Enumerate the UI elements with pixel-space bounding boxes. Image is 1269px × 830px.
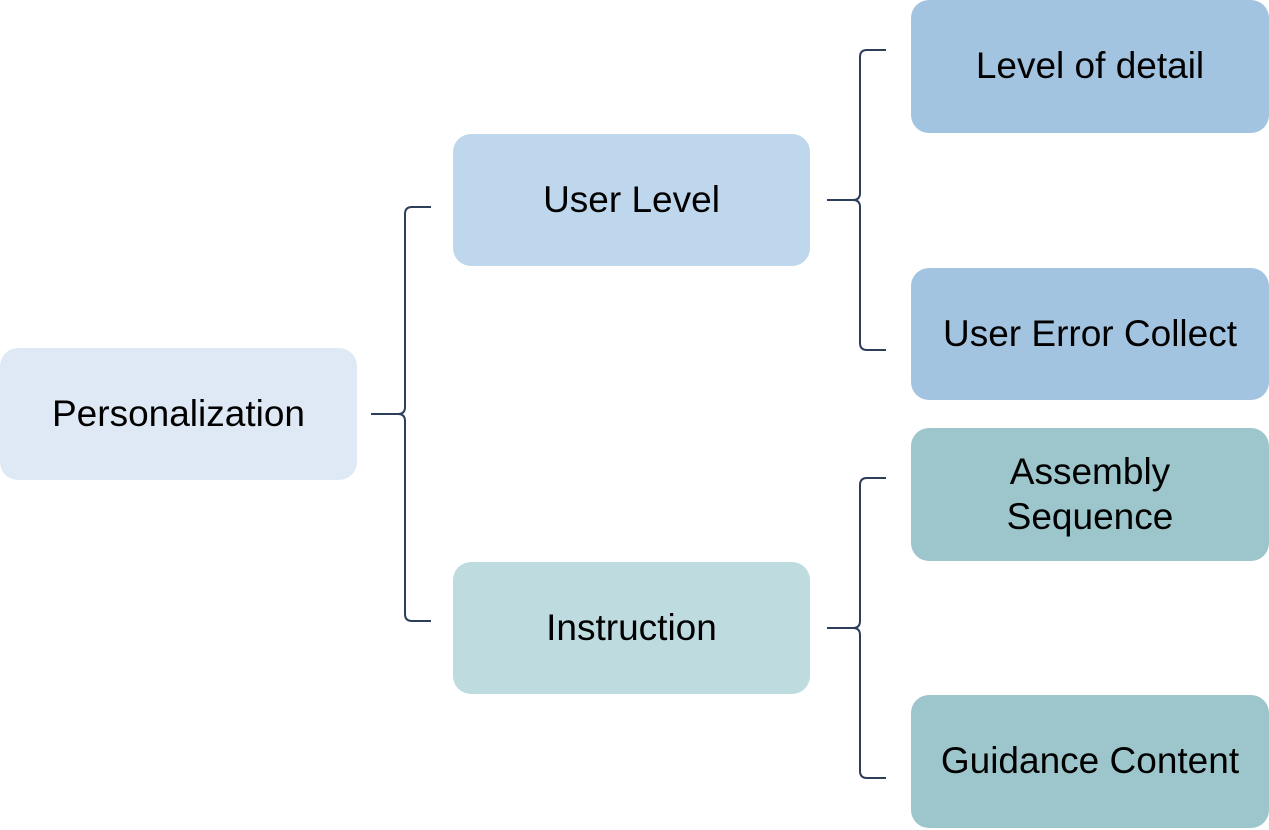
root-node-personalization: Personalization bbox=[0, 348, 357, 480]
user-level-bracket-connector bbox=[827, 49, 886, 351]
leaf-node-level-of-detail: Level of detail bbox=[911, 0, 1269, 133]
leaf-node-user-error-collect: User Error Collect bbox=[911, 268, 1269, 400]
branch-node-label: User Level bbox=[543, 178, 720, 220]
leaf-node-guidance-content: Guidance Content bbox=[911, 695, 1269, 828]
leaf-node-label: Level of detail bbox=[975, 45, 1205, 87]
branch-node-user-level: User Level bbox=[453, 134, 810, 266]
root-node-label: Personalization bbox=[52, 392, 305, 434]
branch-node-instruction: Instruction bbox=[453, 562, 810, 694]
leaf-node-label: User Error Collect bbox=[943, 312, 1237, 354]
root-bracket-connector bbox=[371, 206, 431, 622]
leaf-node-label: Assembly Sequence bbox=[1006, 451, 1174, 537]
leaf-node-assembly-sequence: Assembly Sequence bbox=[911, 428, 1269, 561]
branch-node-label: Instruction bbox=[546, 606, 717, 648]
instruction-bracket-connector bbox=[827, 477, 886, 779]
leaf-node-label: Guidance Content bbox=[940, 740, 1240, 782]
